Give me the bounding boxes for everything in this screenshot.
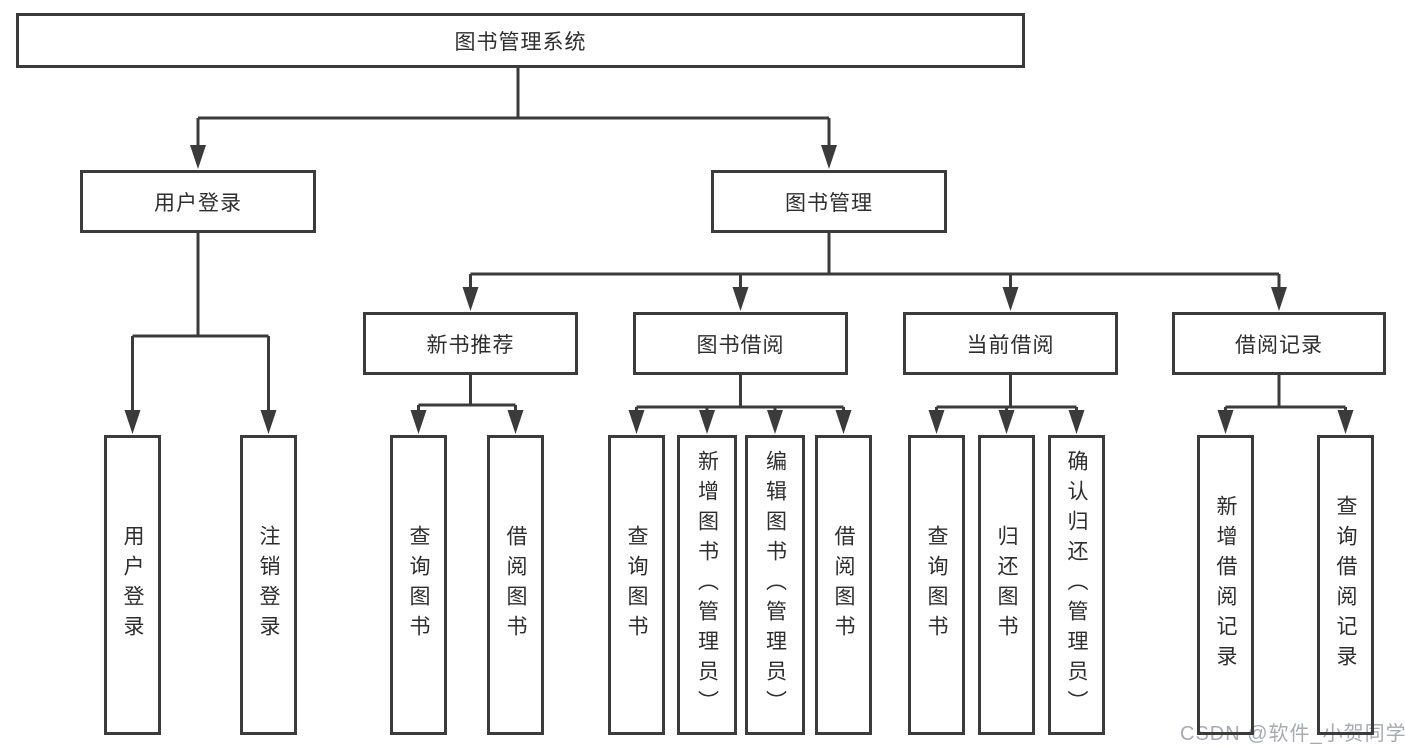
leaf-query-books-borrowing: 查询图书 bbox=[608, 435, 665, 735]
connector-user-login-to-leaves bbox=[131, 233, 270, 415]
arrow-down-icon bbox=[462, 287, 479, 311]
node-book-borrowing: 图书借阅 bbox=[633, 312, 848, 375]
connector-new-book-to-leaves bbox=[417, 375, 517, 415]
watermark: CSDN @软件_小贺同学 bbox=[1180, 723, 1405, 745]
node-root: 图书管理系统 bbox=[16, 13, 1025, 68]
leaf-user-login: 用户登录 bbox=[104, 435, 161, 735]
arrow-down-icon bbox=[410, 410, 427, 434]
arrow-down-icon bbox=[998, 410, 1015, 434]
leaf-add-borrow-record: 新增借阅记录 bbox=[1197, 435, 1254, 735]
connector-record-to-leaves bbox=[1224, 375, 1347, 415]
arrow-down-icon bbox=[1217, 410, 1234, 434]
node-book-management-label: 图书管理 bbox=[785, 191, 873, 215]
arrow-down-icon bbox=[767, 410, 783, 434]
connector-book-mgmt-to-level3 bbox=[469, 233, 1281, 292]
leaf-query-books-recommend: 查询图书 bbox=[390, 435, 447, 735]
arrow-down-icon bbox=[699, 410, 715, 434]
arrowheads bbox=[124, 145, 1354, 434]
node-new-book-recommend: 新书推荐 bbox=[363, 312, 578, 375]
arrow-down-icon bbox=[628, 410, 645, 434]
node-current-borrowing-label: 当前借阅 bbox=[966, 333, 1055, 357]
node-borrowing-records: 借阅记录 bbox=[1172, 312, 1386, 375]
leaf-query-books-current-label: 查询图书 bbox=[925, 525, 948, 645]
arrow-down-icon bbox=[1002, 287, 1019, 311]
leaf-edit-book-admin: 编辑图书（管理员） bbox=[745, 435, 805, 735]
node-user-login: 用户登录 bbox=[80, 170, 316, 233]
leaf-return-books-label: 归还图书 bbox=[995, 525, 1018, 645]
arrow-down-icon bbox=[732, 287, 749, 311]
leaf-user-login-label: 用户登录 bbox=[121, 525, 144, 645]
leaf-logout-label: 注销登录 bbox=[257, 525, 280, 645]
leaf-return-books: 归还图书 bbox=[978, 435, 1035, 735]
node-new-book-recommend-label: 新书推荐 bbox=[426, 333, 515, 357]
node-current-borrowing: 当前借阅 bbox=[903, 312, 1118, 375]
arrow-down-icon bbox=[1068, 410, 1085, 434]
connector-root-to-level2 bbox=[196, 68, 831, 150]
leaf-query-borrow-record: 查询借阅记录 bbox=[1317, 435, 1374, 735]
leaf-edit-book-admin-label: 编辑图书（管理员） bbox=[763, 450, 787, 720]
arrow-down-icon bbox=[124, 410, 141, 434]
leaf-query-borrow-record-label: 查询借阅记录 bbox=[1334, 495, 1357, 675]
arrow-down-icon bbox=[1271, 287, 1287, 311]
leaf-borrow-books-recommend: 借阅图书 bbox=[487, 435, 544, 735]
arrow-down-icon bbox=[835, 410, 852, 434]
arrow-down-icon bbox=[260, 410, 277, 434]
leaf-borrow-books-borrowing: 借阅图书 bbox=[815, 435, 872, 735]
leaf-query-books-current: 查询图书 bbox=[908, 435, 965, 735]
leaf-borrow-books-recommend-label: 借阅图书 bbox=[504, 525, 527, 645]
arrow-down-icon bbox=[821, 145, 837, 169]
leaf-borrow-books-borrowing-label: 借阅图书 bbox=[832, 525, 855, 645]
arrow-down-icon bbox=[928, 410, 945, 434]
connector-current-to-leaves bbox=[935, 375, 1078, 415]
leaf-confirm-return-admin: 确认归还（管理员） bbox=[1048, 435, 1105, 735]
leaf-add-book-admin: 新增图书（管理员） bbox=[677, 435, 737, 735]
arrow-down-icon bbox=[1337, 410, 1354, 434]
node-root-label: 图书管理系统 bbox=[454, 30, 587, 54]
leaf-query-books-recommend-label: 查询图书 bbox=[407, 525, 430, 645]
node-book-management: 图书管理 bbox=[711, 170, 947, 233]
leaf-add-book-admin-label: 新增图书（管理员） bbox=[695, 450, 719, 720]
arrow-down-icon bbox=[507, 410, 524, 434]
leaf-logout: 注销登录 bbox=[240, 435, 297, 735]
connector-borrow-to-leaves bbox=[635, 375, 845, 415]
node-borrowing-records-label: 借阅记录 bbox=[1235, 333, 1323, 357]
leaf-query-books-borrowing-label: 查询图书 bbox=[625, 525, 648, 645]
leaf-add-borrow-record-label: 新增借阅记录 bbox=[1214, 495, 1237, 675]
leaf-confirm-return-admin-label: 确认归还（管理员） bbox=[1065, 450, 1088, 720]
arrow-down-icon bbox=[190, 145, 206, 169]
node-book-borrowing-label: 图书借阅 bbox=[696, 333, 785, 357]
node-user-login-label: 用户登录 bbox=[154, 191, 242, 215]
